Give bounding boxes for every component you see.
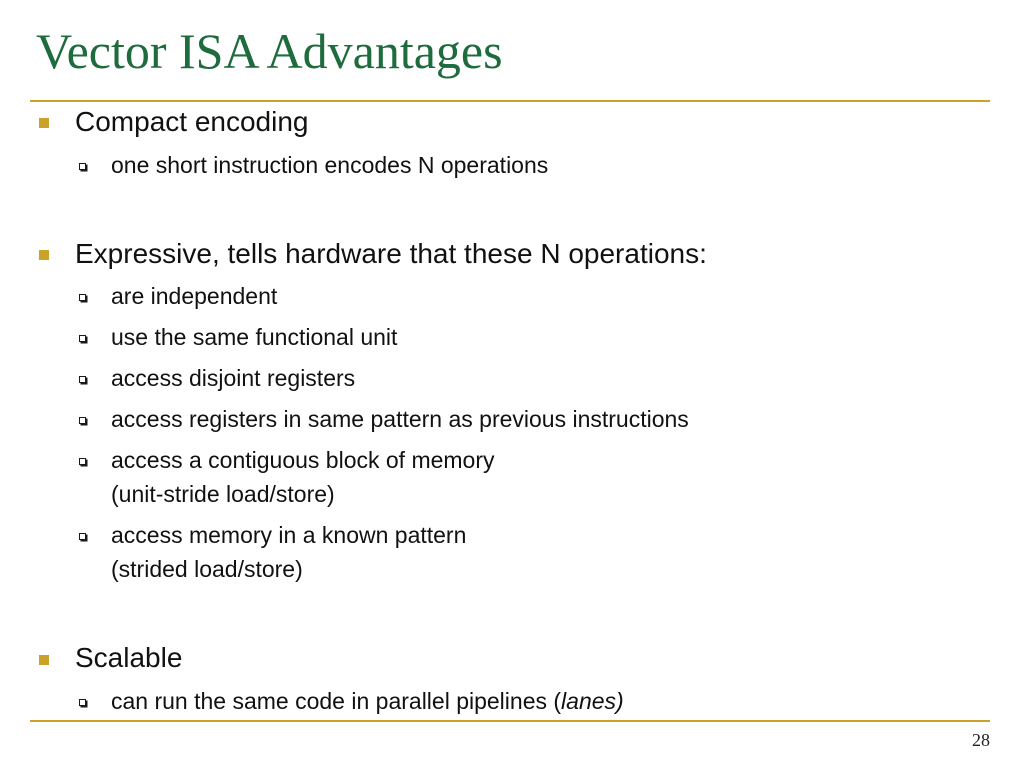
page-number: 28 <box>972 730 990 750</box>
subbullet-disjoint-registers: access disjoint registers <box>111 365 356 391</box>
title-divider <box>30 100 990 102</box>
subbullet-contiguous-block: access a contiguous block of memory <box>111 447 495 473</box>
lanes-emphasis: lanes) <box>561 688 624 714</box>
bullet-expressive: Expressive, tells hardware that these N … <box>75 238 707 269</box>
hollow-square-bullet-icon <box>79 335 86 342</box>
slide-title: Vector ISA Advantages <box>36 23 503 79</box>
subbullet-parallel-pipelines-text: can run the same code in parallel pipeli… <box>111 688 562 714</box>
subbullet-one-short-instruction: one short instruction encodes N operatio… <box>111 152 549 178</box>
subbullet-are-independent: are independent <box>111 283 278 309</box>
bullet-compact-encoding: Compact encoding <box>75 106 309 137</box>
square-bullet-icon <box>39 655 49 665</box>
hollow-square-bullet-icon <box>79 417 86 424</box>
hollow-square-bullet-icon <box>79 699 86 706</box>
subbullet-parallel-pipelines: can run the same code in parallel pipeli… <box>111 684 624 718</box>
subbullet-same-functional-unit: use the same functional unit <box>111 324 398 350</box>
footer-divider <box>30 720 990 722</box>
subbullet-known-pattern-note: (strided load/store) <box>111 556 303 582</box>
subbullet-contiguous-block-note: (unit-stride load/store) <box>111 481 335 507</box>
square-bullet-icon <box>39 118 49 128</box>
hollow-square-bullet-icon <box>79 376 86 383</box>
subbullet-registers-same-pattern: access registers in same pattern as prev… <box>111 406 689 432</box>
bullet-scalable: Scalable <box>75 642 183 673</box>
hollow-square-bullet-icon <box>79 294 86 301</box>
hollow-square-bullet-icon <box>79 458 86 465</box>
subbullet-known-pattern: access memory in a known pattern <box>111 522 467 548</box>
hollow-square-bullet-icon <box>79 163 86 170</box>
square-bullet-icon <box>39 250 49 260</box>
hollow-square-bullet-icon <box>79 533 86 540</box>
